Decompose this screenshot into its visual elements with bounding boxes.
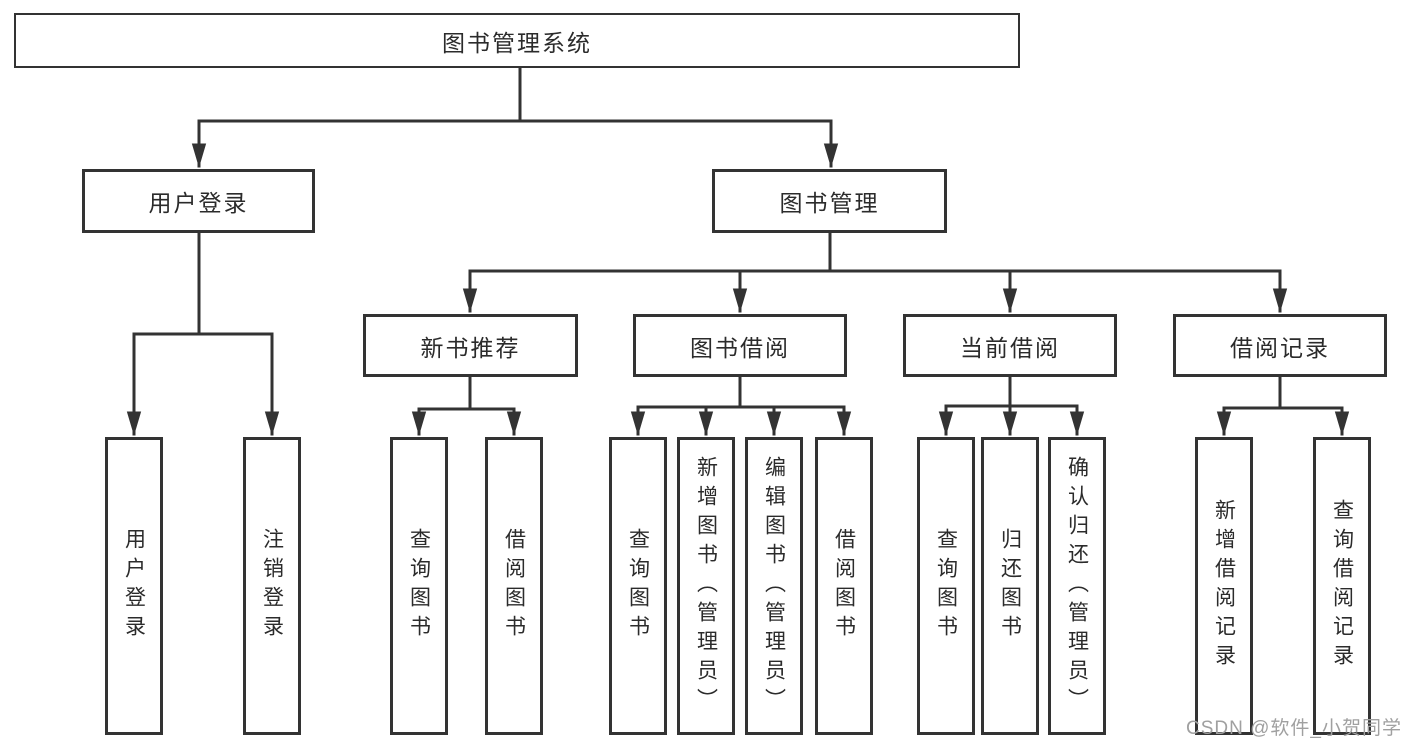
node-book-borrow-label: 图书借阅	[690, 334, 790, 361]
edge-borrow-record-to-leaves	[1224, 375, 1342, 436]
edge-book-borrow-to-leaves	[638, 375, 844, 436]
node-current-borrow-label: 当前借阅	[960, 334, 1060, 361]
watermark: CSDN @软件_小贺同学	[1186, 718, 1402, 739]
leaf-user-login-label: 用户登录	[122, 528, 146, 644]
leaf-user-login: 用户登录	[105, 437, 163, 735]
node-user-login-label: 用户登录	[148, 190, 249, 216]
edge-book-mgmt-to-level3	[470, 231, 1280, 313]
leaf-edit-book-admin-label: 编辑图书（管理员）	[762, 455, 786, 717]
leaf-query-book-1-label: 查询图书	[407, 528, 431, 644]
node-borrow-record-label: 借阅记录	[1230, 334, 1330, 361]
leaf-borrow-book-1: 借阅图书	[485, 437, 543, 735]
leaf-query-borrow-record-label: 查询借阅记录	[1330, 499, 1354, 673]
leaf-query-book-2: 查询图书	[609, 437, 667, 735]
edge-new-book-to-leaves	[419, 375, 514, 436]
node-book-borrow: 图书借阅	[633, 314, 847, 377]
node-root: 图书管理系统	[14, 13, 1020, 68]
leaf-borrow-book-2: 借阅图书	[815, 437, 873, 735]
leaf-borrow-book-1-label: 借阅图书	[502, 528, 526, 644]
node-user-login: 用户登录	[82, 169, 315, 233]
node-book-mgmt-label: 图书管理	[779, 190, 880, 216]
node-borrow-record: 借阅记录	[1173, 314, 1387, 377]
leaf-query-book-3: 查询图书	[917, 437, 975, 735]
leaf-add-book-admin: 新增图书（管理员）	[677, 437, 735, 735]
leaf-return-book-label: 归还图书	[998, 528, 1022, 644]
edge-user-login-to-leaves	[134, 231, 272, 436]
leaf-logout-label: 注销登录	[260, 528, 284, 644]
leaf-query-borrow-record: 查询借阅记录	[1313, 437, 1371, 735]
edge-current-borrow-to-leaves	[946, 375, 1077, 436]
edge-root-to-level2	[199, 66, 831, 168]
leaf-query-book-2-label: 查询图书	[626, 528, 650, 644]
leaf-confirm-return-admin: 确认归还（管理员）	[1048, 437, 1106, 735]
node-new-book: 新书推荐	[363, 314, 578, 377]
node-new-book-label: 新书推荐	[420, 334, 521, 361]
leaf-edit-book-admin: 编辑图书（管理员）	[745, 437, 803, 735]
node-root-label: 图书管理系统	[442, 29, 592, 56]
leaf-add-book-admin-label: 新增图书（管理员）	[694, 455, 718, 717]
leaf-query-book-3-label: 查询图书	[934, 528, 958, 644]
leaf-add-borrow-record: 新增借阅记录	[1195, 437, 1253, 735]
node-book-mgmt: 图书管理	[712, 169, 947, 233]
leaf-query-book-1: 查询图书	[390, 437, 448, 735]
leaf-confirm-return-admin-label: 确认归还（管理员）	[1065, 455, 1089, 717]
leaf-logout: 注销登录	[243, 437, 301, 735]
leaf-borrow-book-2-label: 借阅图书	[832, 528, 856, 644]
node-current-borrow: 当前借阅	[903, 314, 1117, 377]
leaf-return-book: 归还图书	[981, 437, 1039, 735]
leaf-add-borrow-record-label: 新增借阅记录	[1212, 499, 1236, 673]
